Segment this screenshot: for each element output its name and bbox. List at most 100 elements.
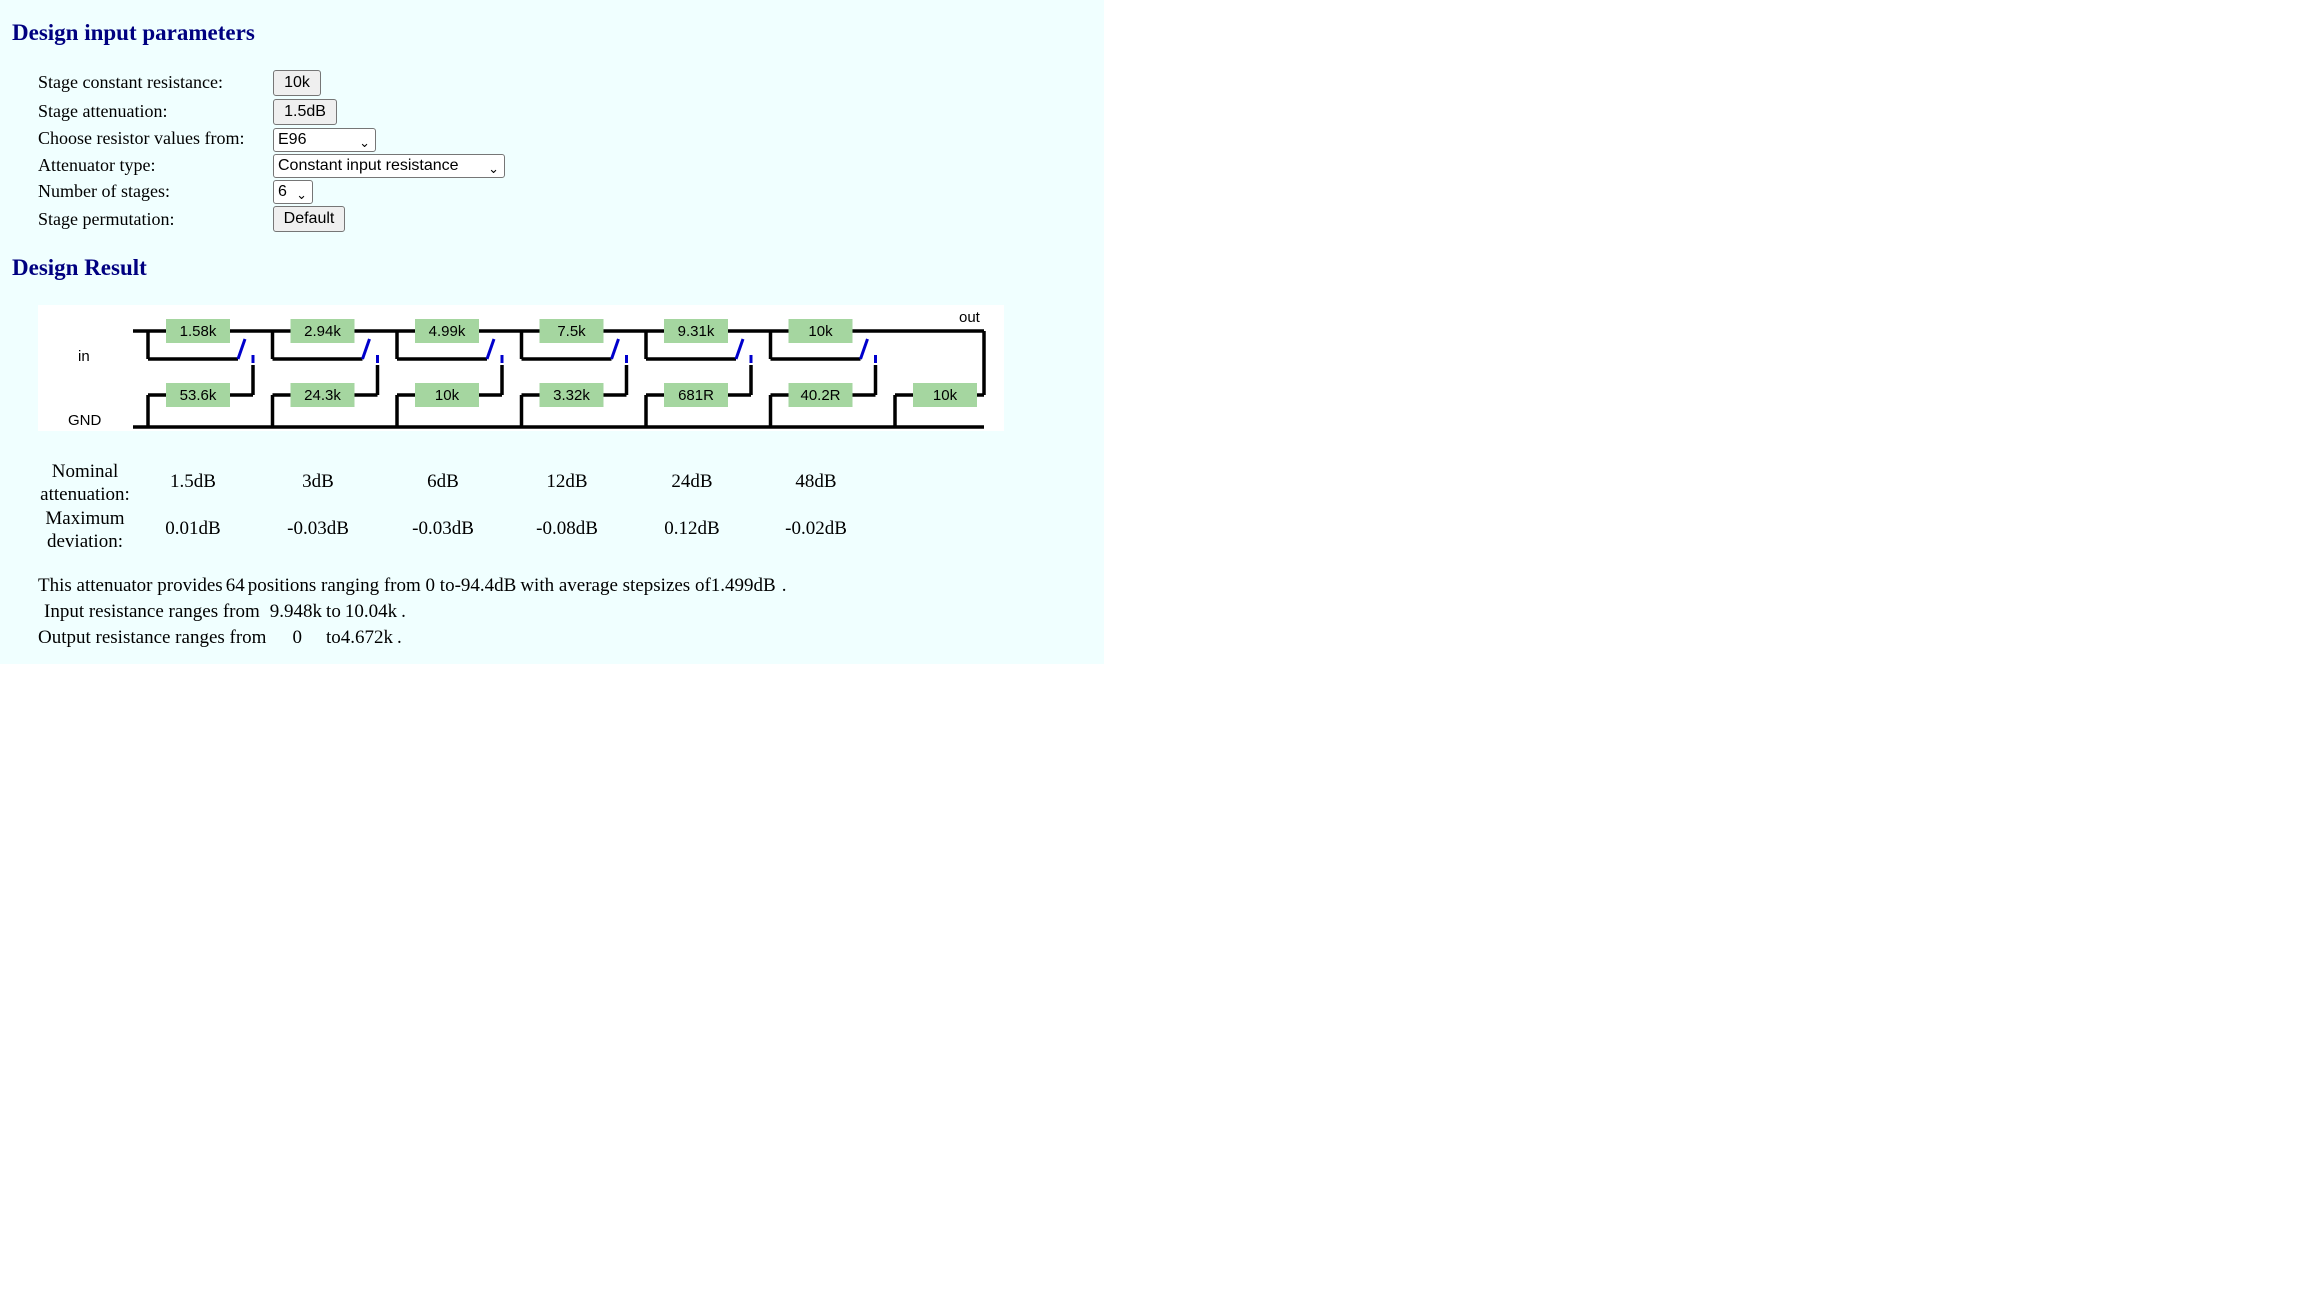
resistor-value: 2.94k <box>304 323 341 340</box>
nominal-attenuation-value: 48dB <box>795 471 837 492</box>
resistor-body <box>788 383 853 407</box>
stepsize-value: 1.499dB <box>710 575 776 596</box>
input-min-value: 9.948k <box>269 601 323 622</box>
switch-contact <box>859 338 869 360</box>
shunt-resistor: 681R <box>664 383 728 407</box>
attenuation-label: Stage attenuation: <box>38 101 168 121</box>
series-resistor: 4.99k <box>415 319 479 343</box>
chevron-down-icon: ⌄ <box>488 161 499 176</box>
summary-text: to <box>326 601 341 622</box>
summary-text: positions ranging from 0 to <box>247 575 455 596</box>
resistor-body <box>166 383 230 407</box>
series-resistors: 1.58k 2.94k 4.99k 7.5k 9.31k 10k <box>166 319 853 343</box>
max-deviation-value: -0.08dB <box>536 518 598 539</box>
circuit-diagram: 1.58k 2.94k 4.99k 7.5k 9.31k 10k 53.6k 24.3k 10… <box>38 305 1004 431</box>
inputs-heading: Design input parameters <box>12 20 255 45</box>
shunt-resistor: 53.6k <box>166 383 230 407</box>
resistor-value: 4.99k <box>429 323 466 340</box>
series-resistor: 7.5k <box>539 319 604 343</box>
max-deviation-value: -0.03dB <box>412 518 474 539</box>
stages-select-value: 6 <box>278 183 287 200</box>
resistance-button[interactable]: 10k <box>273 70 321 96</box>
output-min-value: 0 <box>292 627 302 648</box>
resistor-value: 10k <box>933 387 958 404</box>
shunt-resistor: 24.3k <box>290 383 355 407</box>
switch-contact <box>361 338 371 360</box>
resistor-body <box>788 319 853 343</box>
summary-text: . <box>397 627 402 648</box>
deviation-label-line1: Maximum <box>45 508 125 529</box>
attenuator-design-page: Design input parameters Stage constant r… <box>0 0 1104 664</box>
input-max-value: 10.04k <box>344 601 398 622</box>
resistor-body <box>166 319 230 343</box>
summary-text: . <box>781 575 787 596</box>
resistor-body <box>913 383 977 407</box>
resistor-value: 10k <box>435 387 460 404</box>
resistor-value: 7.5k <box>557 323 586 340</box>
resistor-body <box>290 383 355 407</box>
permutation-label: Stage permutation: <box>38 209 175 229</box>
chevron-down-icon: ⌄ <box>296 187 307 202</box>
output-max-value: 4.672k <box>340 627 393 648</box>
nominal-label-line2: attenuation: <box>40 484 130 505</box>
permutation-button[interactable]: Default <box>273 206 345 232</box>
stages-select[interactable]: 6 ⌄ <box>273 180 313 204</box>
nominal-attenuation-value: 12dB <box>546 471 588 492</box>
nominal-attenuation-value: 24dB <box>671 471 713 492</box>
series-resistor: 2.94k <box>290 319 355 343</box>
resistor-value: 24.3k <box>304 387 341 404</box>
resistor-value: 3.32k <box>553 387 590 404</box>
resistor-body <box>415 319 479 343</box>
max-deviation-value: -0.03dB <box>287 518 349 539</box>
series-resistor: 10k <box>788 319 853 343</box>
positions-value: 64 <box>225 575 245 596</box>
series-select[interactable]: E96 ⌄ <box>273 128 376 152</box>
result-heading: Design Result <box>12 255 147 280</box>
resistor-body <box>664 383 728 407</box>
nominal-attenuation-value: 6dB <box>427 471 459 492</box>
circuit-wires <box>133 329 986 429</box>
resistance-label: Stage constant resistance: <box>38 72 223 92</box>
switch-contact <box>734 338 745 360</box>
shunt-resistor: 3.32k <box>539 383 604 407</box>
resistor-value: 9.31k <box>678 323 715 340</box>
resistor-body <box>415 383 479 407</box>
summary-text: Output resistance ranges from <box>38 627 267 648</box>
shunt-resistor: 10k <box>415 383 479 407</box>
gnd-label: GND <box>68 412 102 429</box>
nominal-attenuation-value: 3dB <box>302 471 334 492</box>
nominal-row-label: Nominal attenuation: <box>30 460 140 506</box>
resistor-body <box>664 319 728 343</box>
circuit-svg: 1.58k 2.94k 4.99k 7.5k 9.31k 10k 53.6k 24.3k 10… <box>68 309 986 429</box>
summary-text: . <box>401 601 406 622</box>
resistor-value: 40.2R <box>800 387 840 404</box>
shunt-resistor: 40.2R <box>788 383 853 407</box>
summary-text: This attenuator provides <box>38 575 223 596</box>
out-label: out <box>959 309 981 326</box>
switch-contact <box>485 338 496 360</box>
resistor-value: 53.6k <box>180 387 217 404</box>
type-select[interactable]: Constant input resistance ⌄ <box>273 154 505 178</box>
series-select-value: E96 <box>278 131 307 148</box>
termination-resistor: 10k <box>913 383 977 407</box>
series-label: Choose resistor values from: <box>38 128 245 148</box>
resistor-body <box>539 319 604 343</box>
attenuation-button[interactable]: 1.5dB <box>273 99 337 125</box>
resistor-body <box>539 383 604 407</box>
series-resistor: 9.31k <box>664 319 728 343</box>
switch-contact <box>236 338 247 360</box>
resistor-value: 10k <box>808 323 833 340</box>
summary-text: Input resistance ranges from <box>44 601 260 622</box>
nominal-attenuation-value: 1.5dB <box>170 471 216 492</box>
type-label: Attenuator type: <box>38 155 156 175</box>
nominal-label-line1: Nominal <box>51 461 119 482</box>
resistor-body <box>290 319 355 343</box>
max-deviation-value: 0.12dB <box>664 518 720 539</box>
deviation-row-label: Maximum deviation: <box>30 507 140 553</box>
shunt-resistors: 53.6k 24.3k 10k 3.32k 681R 40.2R 10k <box>166 383 977 407</box>
max-deviation-value: 0.01dB <box>165 518 221 539</box>
series-resistor: 1.58k <box>166 319 230 343</box>
